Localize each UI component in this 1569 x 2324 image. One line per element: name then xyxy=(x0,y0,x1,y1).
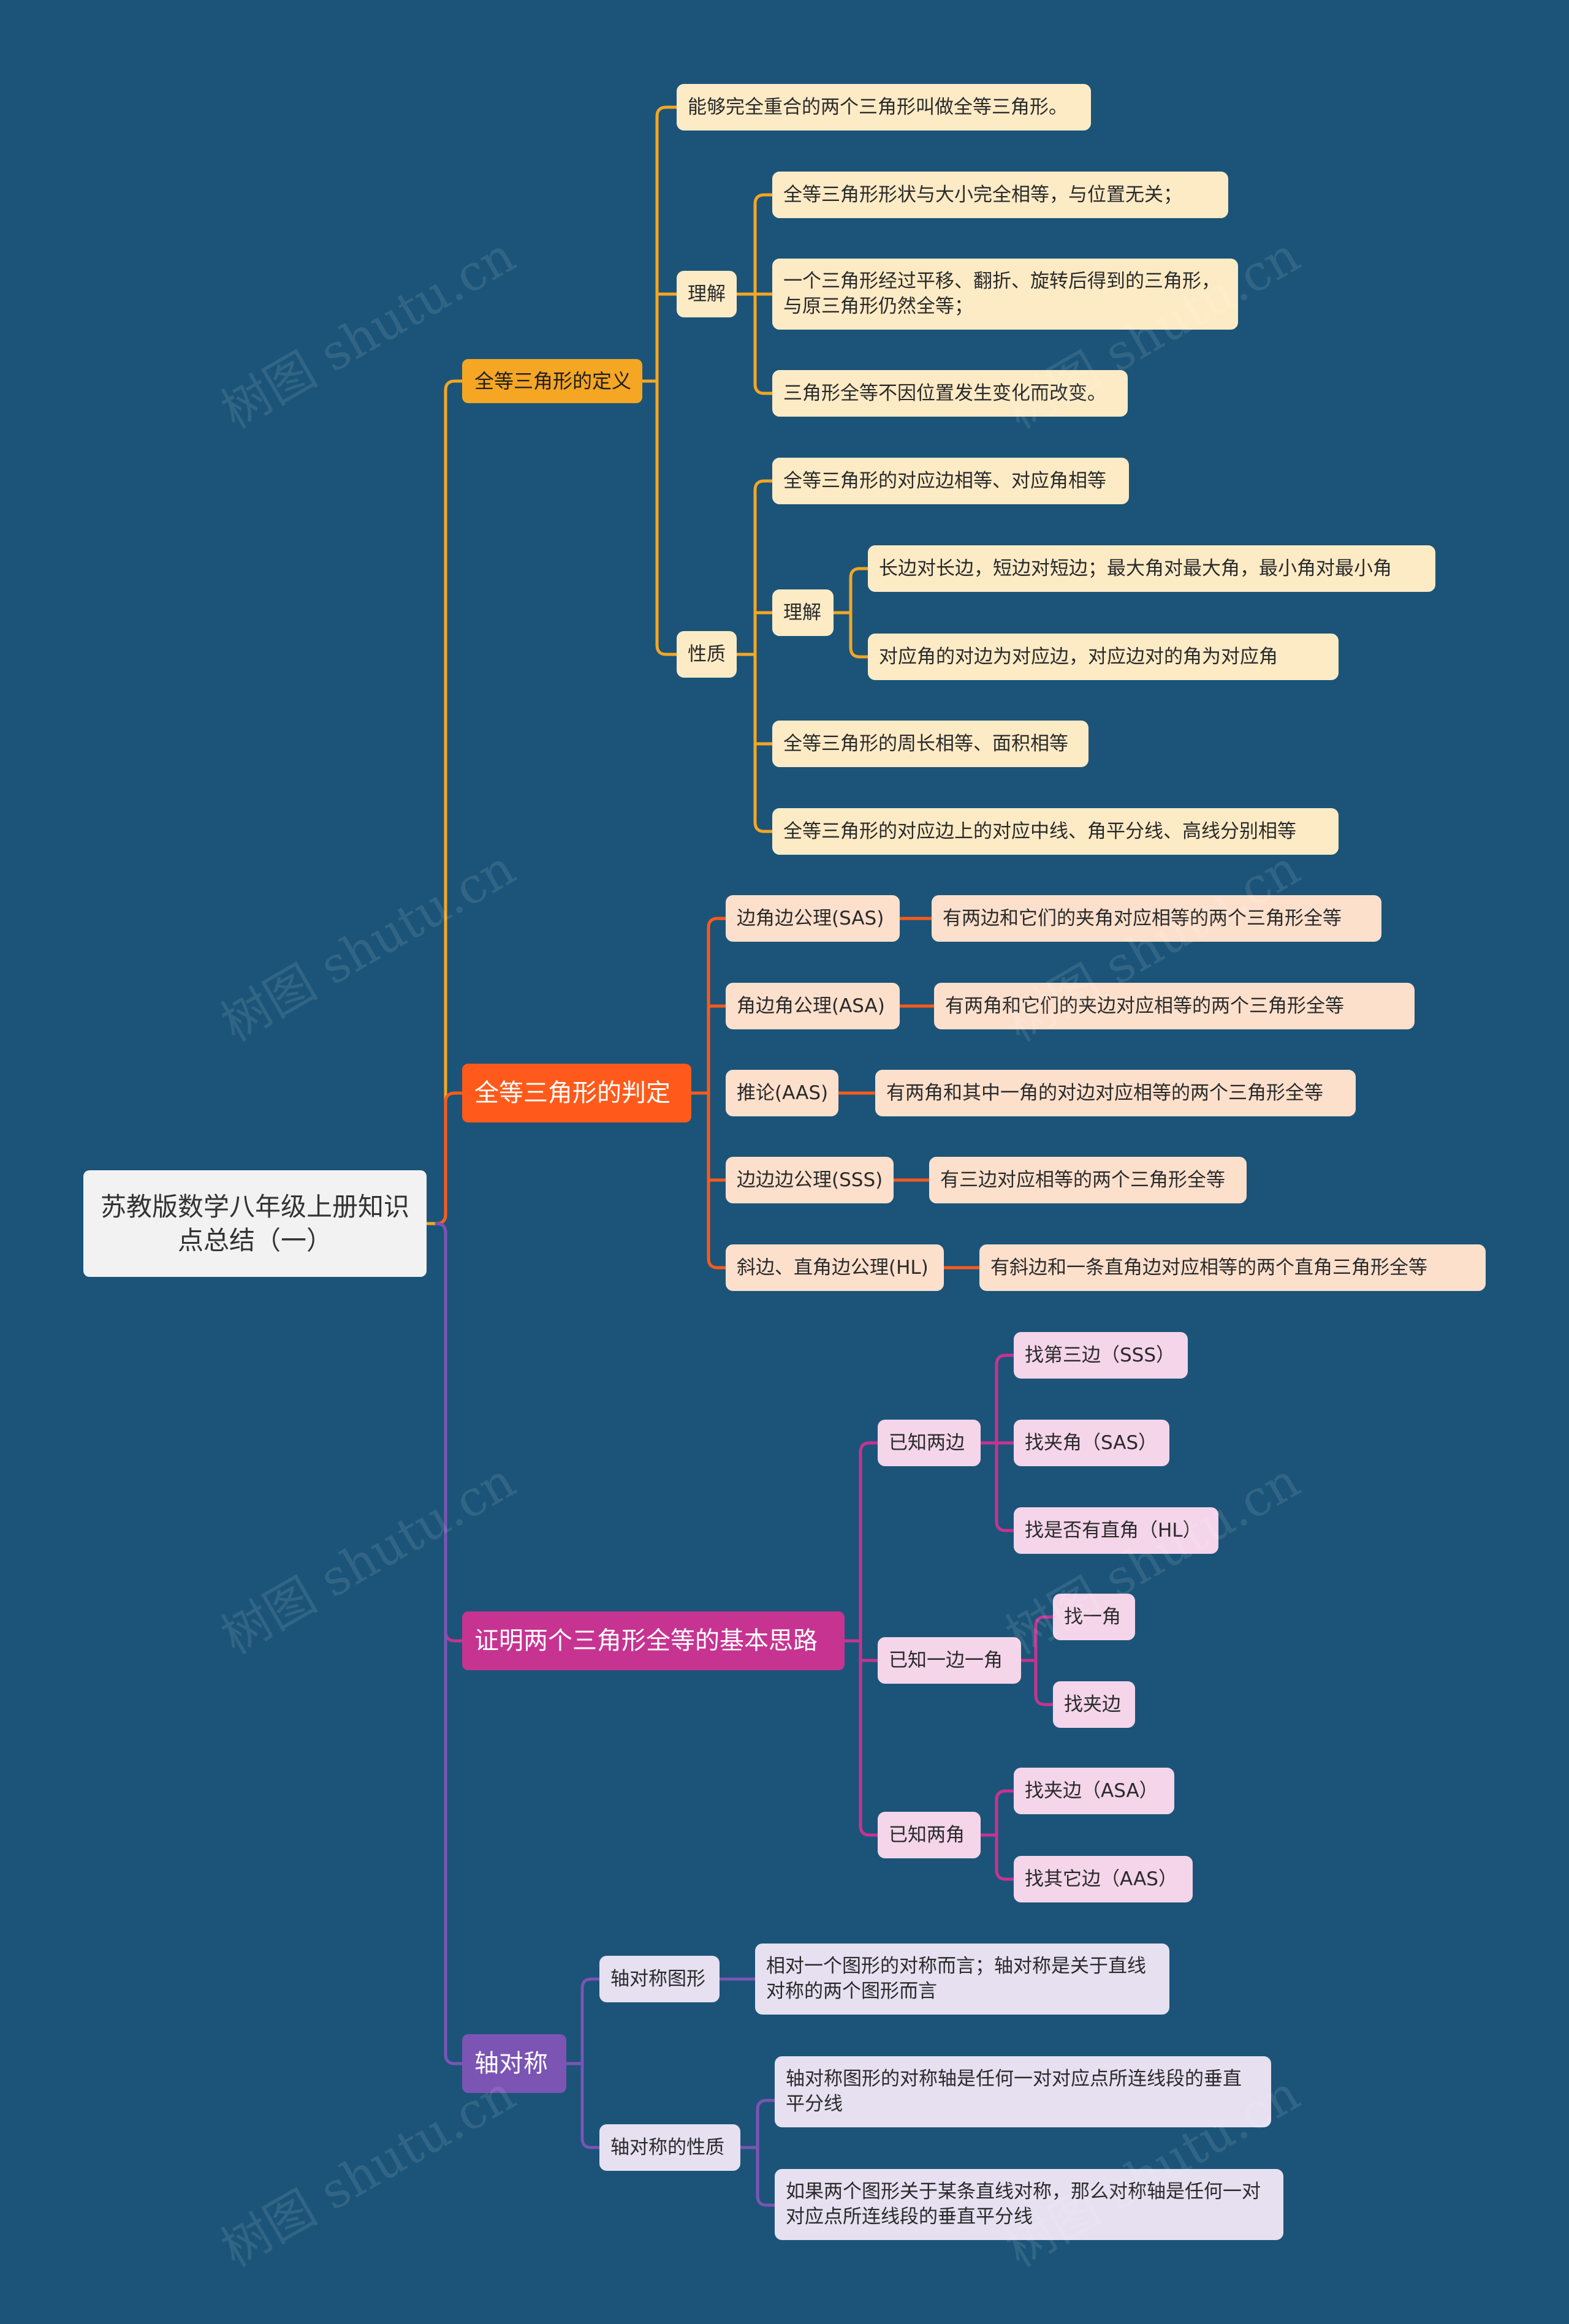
understanding-node[interactable]: 理解 xyxy=(677,271,737,317)
branch-axial-symmetry[interactable]: 轴对称 xyxy=(462,2034,566,2093)
definition-statement[interactable]: 能够完全重合的两个三角形叫做全等三角形。 xyxy=(677,84,1091,131)
root-topic[interactable]: 苏教版数学八年级上册知识点总结（一） xyxy=(83,1170,427,1277)
rule-asa-description[interactable]: 有两角和它们的夹边对应相等的两个三角形全等 xyxy=(934,983,1415,1029)
find-included-side-asa[interactable]: 找夹边（ASA） xyxy=(1014,1768,1174,1814)
known-two-angles[interactable]: 已知两角 xyxy=(878,1812,981,1858)
rule-aas-description[interactable]: 有两角和其中一角的对边对应相等的两个三角形全等 xyxy=(875,1070,1356,1116)
branch-proof-approach[interactable]: 证明两个三角形全等的基本思路 xyxy=(462,1611,845,1670)
find-third-side[interactable]: 找第三边（SSS） xyxy=(1014,1332,1188,1379)
branch-congruent-judgement[interactable]: 全等三角形的判定 xyxy=(462,1064,691,1122)
find-included-side[interactable]: 找夹边 xyxy=(1053,1681,1135,1728)
property-sides-angles[interactable]: 全等三角形的对应边相等、对应角相等 xyxy=(772,458,1129,504)
rule-hl[interactable]: 斜边、直角边公理(HL) xyxy=(726,1244,944,1291)
rule-sas-description[interactable]: 有两边和它们的夹角对应相等的两个三角形全等 xyxy=(932,895,1381,942)
property-long-short[interactable]: 长边对长边，短边对短边；最大角对最大角，最小角对最小角 xyxy=(868,545,1435,592)
property-perimeter-area[interactable]: 全等三角形的周长相等、面积相等 xyxy=(772,721,1088,767)
rule-asa[interactable]: 角边角公理(ASA) xyxy=(726,983,900,1029)
branch-congruent-definition[interactable]: 全等三角形的定义 xyxy=(462,359,642,403)
symmetry-property-axis[interactable]: 轴对称图形的对称轴是任何一对对应点所连线段的垂直平分线 xyxy=(775,2056,1271,2127)
symmetry-property-two-figures[interactable]: 如果两个图形关于某条直线对称，那么对称轴是任何一对对应点所连线段的垂直平分线 xyxy=(775,2169,1283,2240)
property-node[interactable]: 性质 xyxy=(677,631,737,678)
understanding-transform[interactable]: 一个三角形经过平移、翻折、旋转后得到的三角形，与原三角形仍然全等； xyxy=(772,259,1238,330)
known-two-sides[interactable]: 已知两边 xyxy=(878,1420,981,1466)
property-median-bisector-height[interactable]: 全等三角形的对应边上的对应中线、角平分线、高线分别相等 xyxy=(772,808,1339,855)
rule-aas[interactable]: 推论(AAS) xyxy=(726,1070,838,1116)
understanding-shape-size[interactable]: 全等三角形形状与大小完全相等，与位置无关； xyxy=(772,172,1228,218)
rule-sss-description[interactable]: 有三边对应相等的两个三角形全等 xyxy=(929,1157,1247,1203)
find-other-side-aas[interactable]: 找其它边（AAS） xyxy=(1014,1856,1193,1902)
understanding-position[interactable]: 三角形全等不因位置发生变化而改变。 xyxy=(772,370,1128,417)
known-side-angle[interactable]: 已知一边一角 xyxy=(878,1637,1021,1684)
property-understanding-node[interactable]: 理解 xyxy=(772,589,834,636)
symmetric-figure[interactable]: 轴对称图形 xyxy=(599,1956,720,2002)
find-included-angle[interactable]: 找夹角（SAS） xyxy=(1014,1420,1169,1466)
find-one-angle[interactable]: 找一角 xyxy=(1053,1594,1135,1640)
rule-sas[interactable]: 边角边公理(SAS) xyxy=(726,895,900,942)
symmetry-property[interactable]: 轴对称的性质 xyxy=(599,2124,740,2171)
rule-sss[interactable]: 边边边公理(SSS) xyxy=(726,1157,894,1203)
symmetric-figure-description[interactable]: 相对一个图形的对称而言；轴对称是关于直线对称的两个图形而言 xyxy=(755,1944,1169,2015)
rule-hl-description[interactable]: 有斜边和一条直角边对应相等的两个直角三角形全等 xyxy=(979,1244,1486,1291)
property-opposite[interactable]: 对应角的对边为对应边，对应边对的角为对应角 xyxy=(868,634,1339,680)
find-right-angle[interactable]: 找是否有直角（HL） xyxy=(1014,1507,1218,1554)
